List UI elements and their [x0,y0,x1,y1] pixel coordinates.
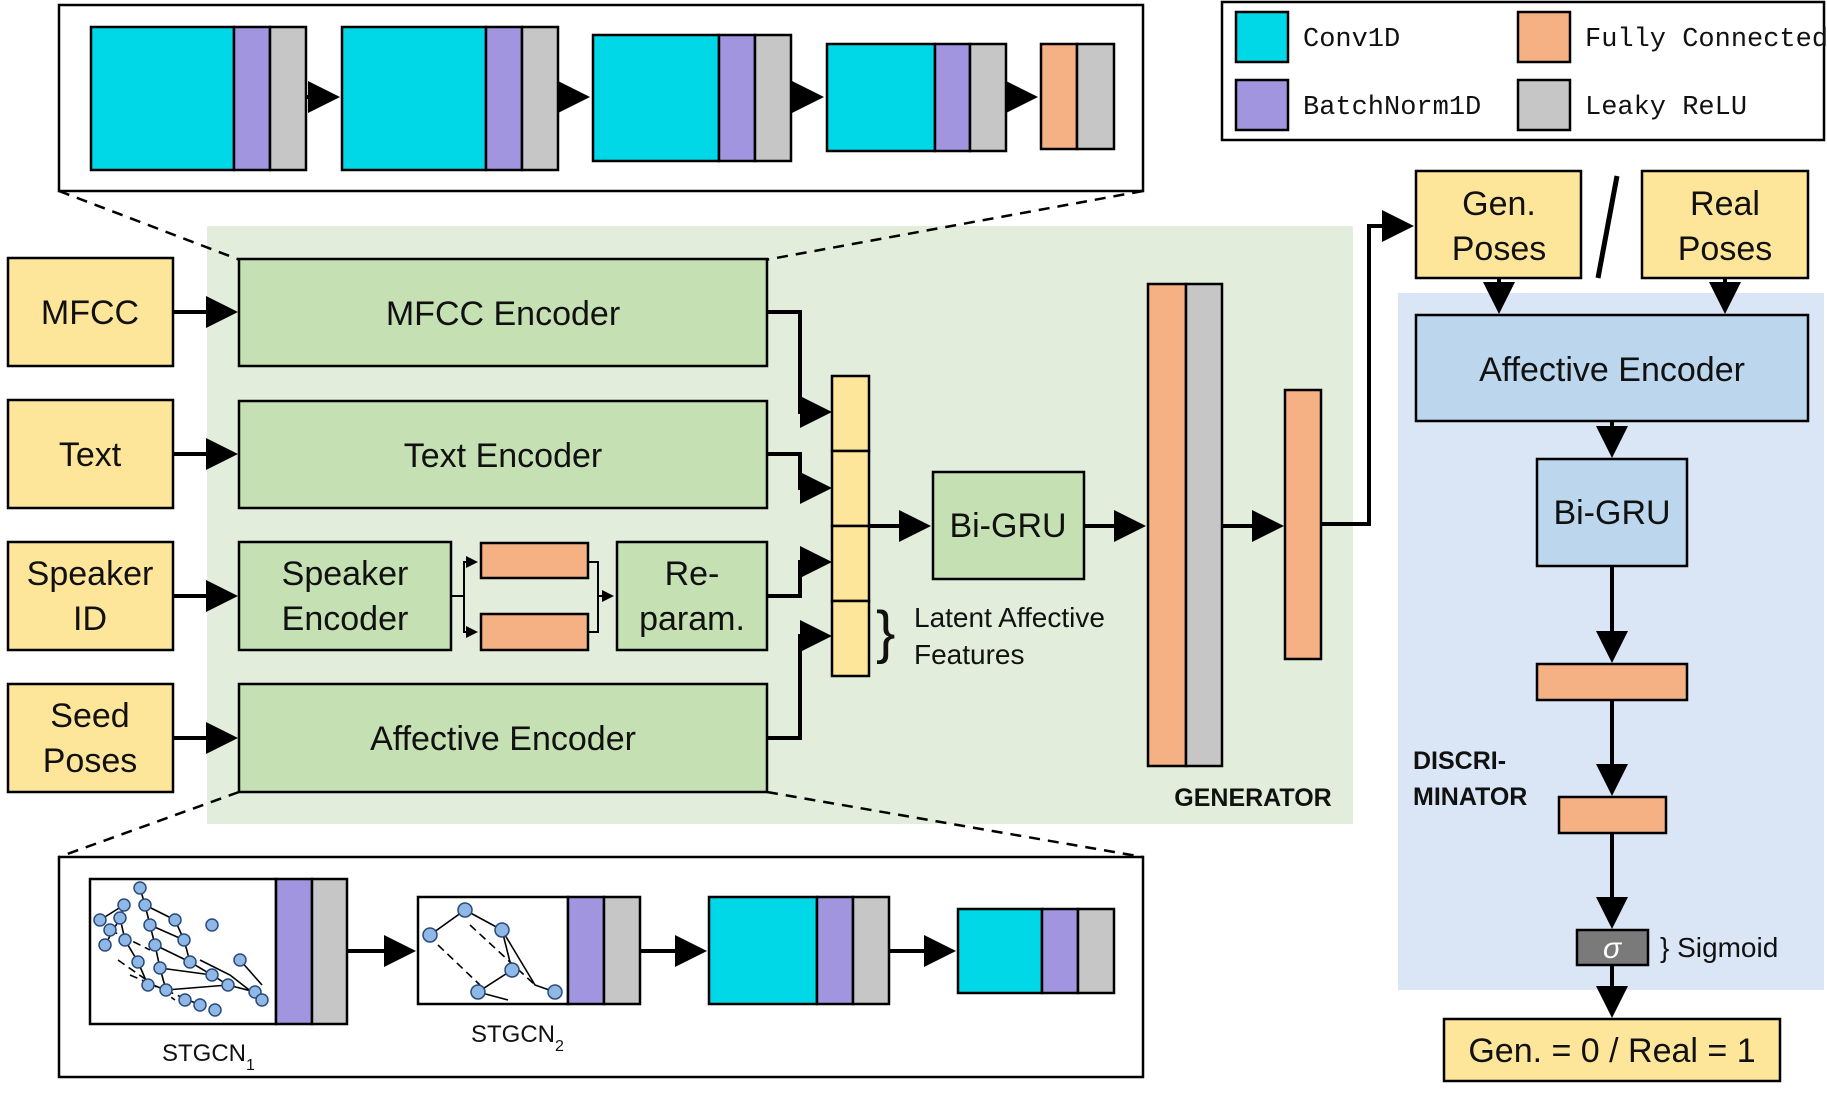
latent-label-1: Latent Affective [914,602,1105,633]
input-mfcc: MFCC [6,256,175,368]
speaker-encoder-label-1: Speaker [282,555,409,593]
input-text-label: Text [59,436,122,474]
generator-bigru-label: Bi-GRU [949,507,1066,545]
zoom-dash-bottom-right [766,790,1144,859]
input-text: Text [6,398,175,510]
gen-poses: Gen. Poses [1414,169,1583,280]
speaker-encoder: Speaker Encoder [237,540,453,652]
mfcc-detail-block-5 [1039,42,1116,151]
legend-batchnorm-swatch [1234,78,1290,132]
mfcc-detail-block-4 [825,42,1008,153]
zoom-dash-top-left [58,189,241,262]
legend-relu-label: Leaky ReLU [1585,93,1747,123]
discriminator-output-label: Gen. = 0 / Real = 1 [1468,1032,1755,1070]
mfcc-detail-block-1 [89,25,308,172]
mfcc-encoder-label: MFCC Encoder [386,295,620,333]
legend-batchnorm-label: BatchNorm1D [1303,93,1481,123]
generator-output-fc [1283,388,1323,661]
input-seed-poses: Seed Poses [6,682,175,794]
gen-poses-label-1: Gen. [1462,185,1536,223]
gen-poses-label-2: Poses [1452,230,1547,268]
legend-conv1d-swatch [1234,10,1290,64]
input-mfcc-label: MFCC [41,294,139,332]
reparam-label-1: Re- [665,555,720,593]
discriminator-label-2: MINATOR [1413,783,1527,811]
sigmoid-label: } Sigmoid [1660,932,1778,963]
discriminator-affective-encoder: Affective Encoder [1414,313,1810,423]
text-encoder-label: Text Encoder [404,437,602,475]
generator-bigru: Bi-GRU [931,470,1086,581]
legend-fc-swatch [1516,10,1572,64]
discriminator-output: Gen. = 0 / Real = 1 [1442,1017,1782,1083]
speaker-encoder-label-2: Encoder [282,600,409,638]
legend-fc-label: Fully Connected [1585,25,1827,55]
zoom-dash-bottom-left [58,790,240,859]
sigma-symbol: σ [1603,932,1623,965]
latent-affective-features [830,374,871,678]
mfcc-encoder: MFCC Encoder [237,257,769,368]
discriminator-bigru: Bi-GRU [1535,457,1689,568]
zoom-dash-top-right [764,189,1144,262]
stgcn1-block [88,877,349,1026]
legend-conv1d-label: Conv1D [1303,25,1400,55]
generator-affective-encoder: Affective Encoder [237,682,769,794]
generator-fc-relu [1146,282,1224,768]
poses-slash [1595,175,1620,279]
reparam-block: Re- param. [615,540,769,652]
stgcn2-block [416,895,642,1006]
stgcn1-label: STGCN1 [162,1040,255,1074]
input-seed-label-2: Poses [43,742,138,780]
stgcn2-label: STGCN2 [471,1021,564,1055]
input-seed-label-1: Seed [50,697,129,735]
real-poses: Real Poses [1640,169,1810,280]
stgcn1-nodes [93,881,269,1017]
real-poses-label-2: Poses [1678,230,1773,268]
latent-brace: } [876,600,895,665]
latent-label-2: Features [914,639,1025,670]
input-speaker-id: Speaker ID [6,540,175,652]
discriminator-affective-encoder-label: Affective Encoder [1479,351,1745,389]
input-speaker-label-1: Speaker [27,555,154,593]
speaker-branch-connectors [451,556,614,638]
reparam-label-2: param. [639,600,745,638]
real-poses-label-1: Real [1690,185,1760,223]
affective-detail-conv-block-2 [956,907,1116,995]
discriminator-bigru-label: Bi-GRU [1553,494,1670,532]
mfcc-detail-block-3 [591,33,793,163]
speaker-fc-mean [479,541,590,580]
legend: Conv1D BatchNorm1D Fully Connected Leaky… [1220,0,1827,142]
discriminator-label-1: DISCRI- [1413,747,1506,775]
speaker-fc-variance [479,612,590,652]
discriminator-fc-2 [1557,795,1668,835]
generator-affective-encoder-label: Affective Encoder [370,720,636,758]
text-encoder: Text Encoder [237,399,769,510]
affective-detail-conv-block-1 [707,895,891,1006]
stgcn2-nodes [422,902,563,1000]
mfcc-detail-block-2 [340,25,560,172]
generator-label: GENERATOR [1174,784,1331,812]
input-speaker-label-2: ID [73,600,107,638]
legend-relu-swatch [1516,78,1572,132]
discriminator-fc-1 [1535,662,1689,702]
sigmoid-block: σ [1575,928,1650,967]
